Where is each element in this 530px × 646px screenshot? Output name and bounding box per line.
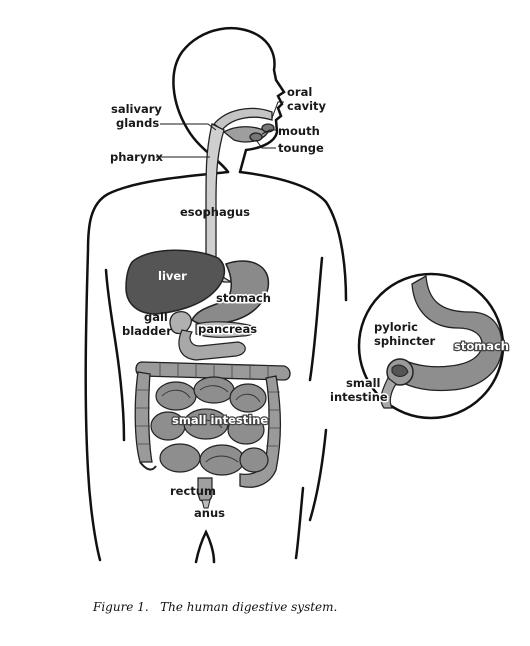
oral-structures — [213, 107, 275, 143]
pancreas-shape — [195, 321, 256, 338]
label-esophagus: esophagus — [180, 205, 250, 219]
leader-lines — [156, 101, 284, 158]
label-rectum: rectum — [170, 484, 216, 498]
label-anus: anus — [194, 506, 225, 520]
label-gall-bladder-2: bladder — [122, 324, 172, 338]
label-pancreas: pancreas — [198, 322, 257, 336]
anus-shape — [201, 499, 211, 509]
gall-bladder-shape — [169, 311, 192, 335]
inset-detail: pyloric sphincter stomach small intestin… — [329, 272, 510, 420]
label-stomach: stomach — [216, 291, 271, 305]
liver-shape — [125, 249, 226, 315]
label-oral-cavity-2: cavity — [287, 99, 327, 113]
duodenum — [178, 329, 246, 361]
label-salivary-glands-2: glands — [116, 116, 159, 130]
inset-sphincter-core — [391, 364, 409, 377]
inset-label-small-intestine-2: intestine — [330, 390, 388, 404]
main-labels: oral cavity salivary glands mouth tounge… — [110, 85, 327, 520]
label-mouth: mouth — [278, 124, 320, 138]
inset-label-small-intestine-1: small — [346, 376, 380, 390]
label-salivary-glands-1: salivary — [111, 102, 162, 116]
label-pharynx: pharynx — [110, 150, 164, 164]
inset-label-stomach: stomach — [454, 339, 509, 353]
caption-figure-number: Figure 1. — [93, 600, 149, 614]
label-oral-cavity-1: oral — [287, 85, 312, 99]
label-tongue: tounge — [278, 141, 324, 155]
small-intestine-folds — [161, 385, 261, 463]
inset-small-intestine — [380, 377, 397, 409]
label-gall-bladder-1: gall — [144, 310, 168, 324]
body-outline — [84, 26, 348, 564]
label-small-intestine: small intestine — [172, 413, 268, 427]
inset-label-pyloric-1: pyloric — [374, 320, 418, 334]
caption-text: The human digestive system. — [160, 600, 338, 614]
inset-label-pyloric-2: sphincter — [374, 334, 436, 348]
figure-caption: Figure 1. The human digestive system. — [93, 600, 337, 614]
label-liver: liver — [158, 269, 187, 283]
large-intestine — [134, 361, 291, 488]
small-intestine-coils — [150, 376, 269, 476]
